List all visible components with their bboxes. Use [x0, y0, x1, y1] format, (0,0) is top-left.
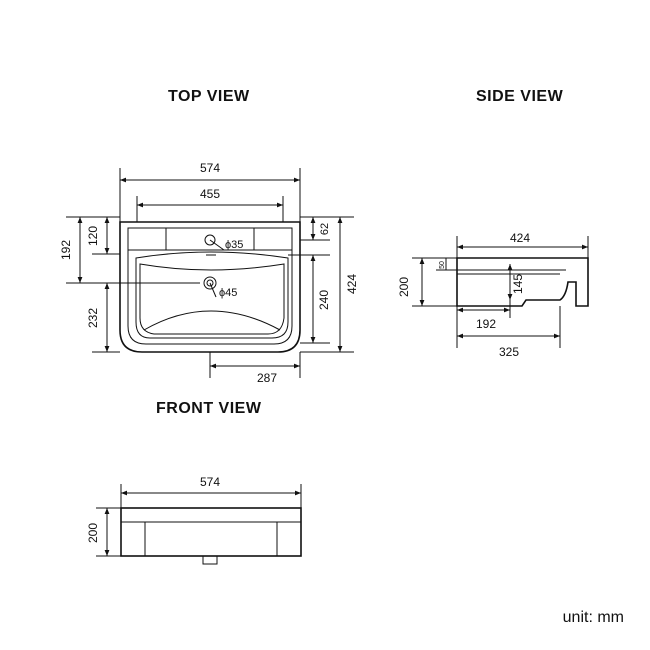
waste-hole — [203, 276, 217, 290]
side-view-title: SIDE VIEW — [476, 88, 564, 105]
side-dim-424: 424 — [510, 231, 530, 245]
side-dim-50: 50 — [439, 261, 446, 269]
dim-120: 120 — [86, 226, 100, 246]
side-profile — [456, 257, 589, 307]
dim-62: 62 — [319, 223, 331, 235]
dim-waste-hole: ϕ45 — [219, 287, 237, 299]
dim-192: 192 — [59, 240, 73, 260]
side-dim-325: 325 — [499, 345, 519, 359]
dim-287: 287 — [257, 371, 277, 385]
dim-232: 232 — [86, 308, 100, 328]
unit-label: unit: mm — [562, 609, 624, 626]
top-view-title: TOP VIEW — [168, 88, 250, 105]
dim-240: 240 — [317, 290, 331, 310]
bowl-outline — [135, 251, 289, 339]
dim-455: 455 — [200, 187, 220, 201]
dim-424-top: 424 — [345, 274, 359, 294]
waste-hole-inner — [206, 279, 214, 287]
tap-hole — [204, 234, 216, 246]
front-outline — [120, 507, 302, 557]
top-view-drawing — [66, 168, 354, 378]
front-view-title: FRONT VIEW — [156, 400, 262, 417]
side-dim-192: 192 — [476, 317, 496, 331]
dim-tap-hole: ϕ35 — [225, 239, 243, 251]
bowl-inner — [139, 263, 285, 335]
bowl-front-curve — [143, 310, 281, 331]
dim-574: 574 — [200, 161, 220, 175]
side-view-drawing — [412, 236, 589, 348]
waste-hole-leader — [209, 282, 217, 298]
ledge-right — [253, 227, 293, 251]
front-view-drawing — [96, 484, 302, 565]
basin-rim — [127, 227, 293, 345]
side-dim-200: 200 — [397, 277, 411, 297]
front-dim-200: 200 — [86, 523, 100, 543]
front-waste-outlet — [202, 555, 218, 565]
basin-outline — [119, 221, 301, 353]
side-dim-145: 145 — [511, 274, 525, 294]
ledge-left — [127, 227, 167, 251]
tap-hole-leader — [209, 239, 225, 251]
front-dim-574: 574 — [200, 475, 220, 489]
